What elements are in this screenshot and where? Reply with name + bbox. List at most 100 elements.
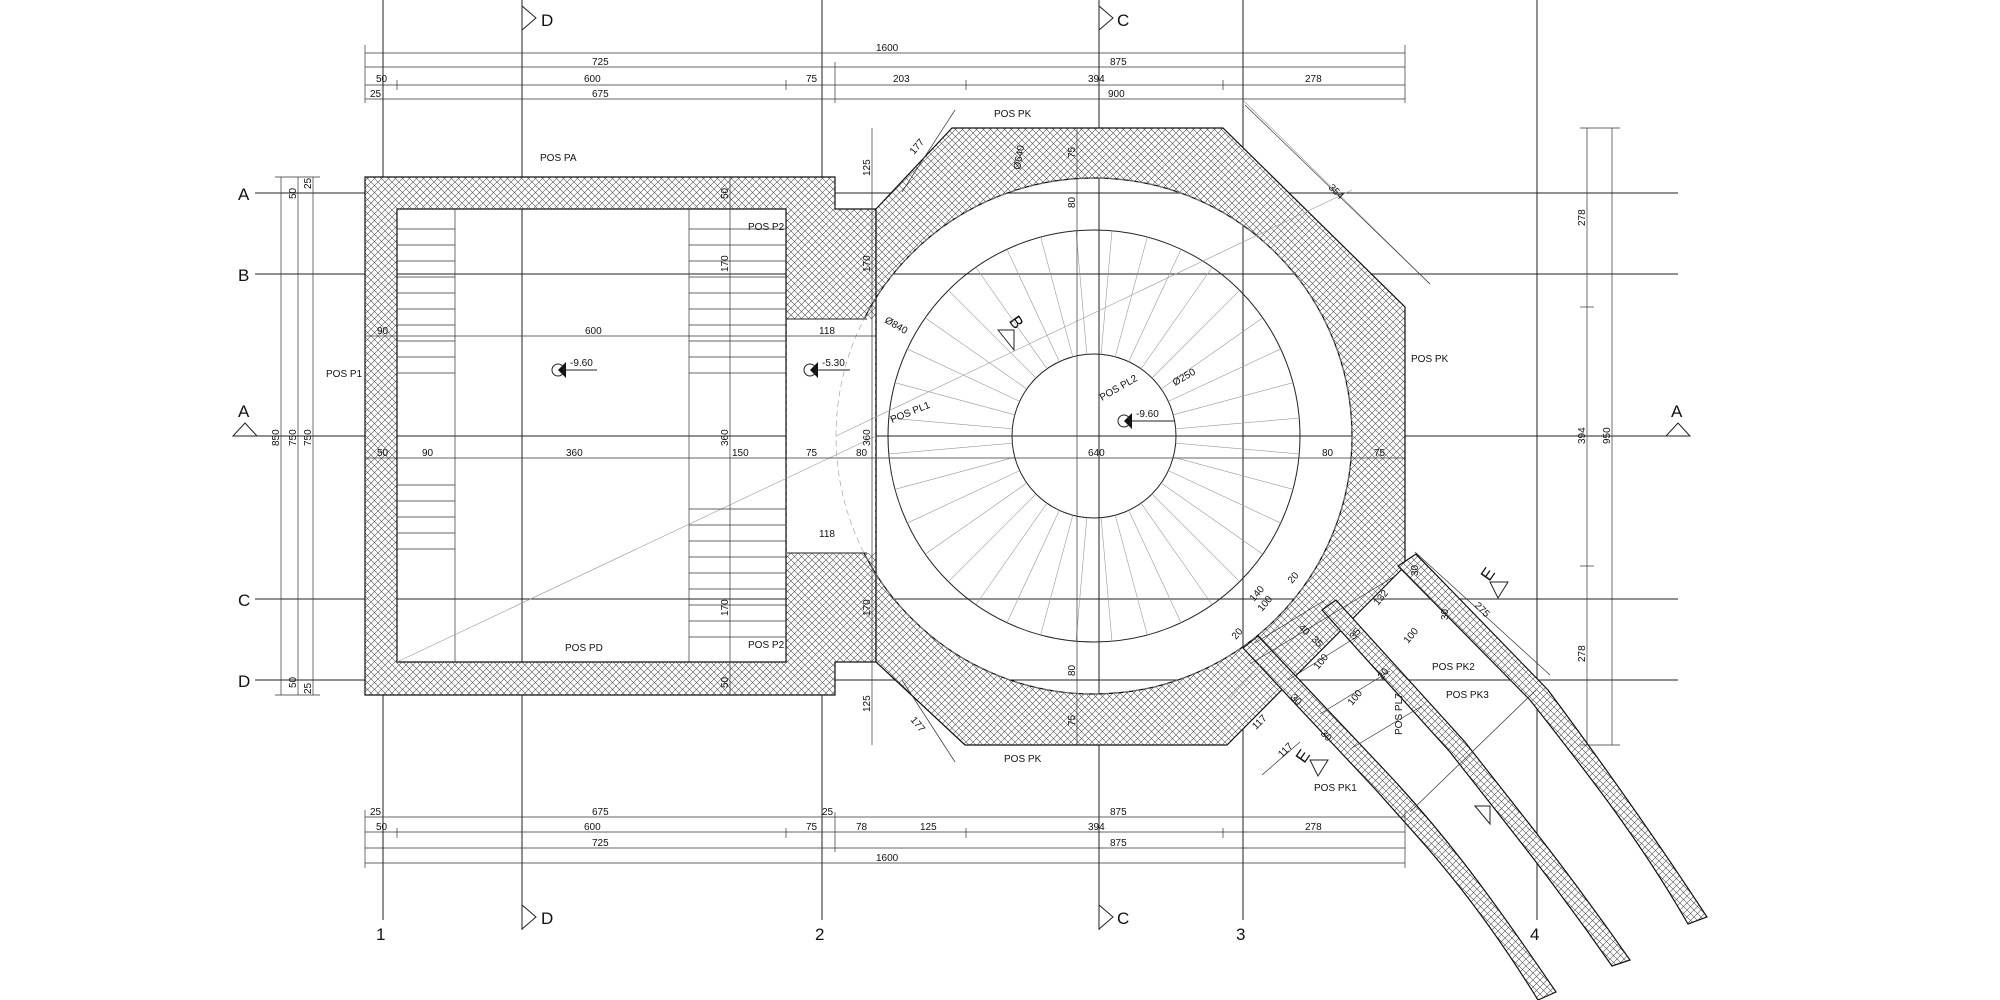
grid-label-c: C <box>238 591 250 610</box>
dim-mid-50: 50 <box>377 448 389 459</box>
radial-line <box>888 417 1013 430</box>
label-pos-pl1: POS PL1 <box>889 400 932 426</box>
section-markers: D D C C A A B E E B <box>231 4 1692 931</box>
dim-v-50b: 50 <box>720 676 731 688</box>
dim-left-750a: 750 <box>288 429 299 446</box>
dim-mid-640: 640 <box>1088 448 1105 459</box>
section-arrow-a-left <box>231 422 259 437</box>
chamber-interior <box>396 99 1431 663</box>
label-pos-p1: POS P1 <box>326 369 363 380</box>
dim-left-25b: 25 <box>303 682 314 694</box>
label-pos-p2-bottom: POS P2 <box>748 640 785 651</box>
radial-line <box>1173 456 1294 490</box>
level-marker-left: -9.60 <box>551 358 597 378</box>
label-pos-pa: POS PA <box>540 153 577 164</box>
grid-label-b: B <box>238 266 249 285</box>
level-left-text: -9.60 <box>570 358 593 369</box>
radial-line <box>1040 236 1074 357</box>
tunnel-portal-line <box>1249 575 1396 665</box>
radial-line <box>1140 502 1213 605</box>
label-pos-pl2: POS PL2 <box>1098 373 1140 404</box>
dim-bot-278: 278 <box>1305 822 1322 833</box>
label-pos-pk3: POS PK3 <box>1446 690 1489 701</box>
dim-top-1600: 1600 <box>876 43 899 54</box>
dim-upper-600: 600 <box>585 326 602 337</box>
dim-mid-75b: 75 <box>1374 448 1386 459</box>
radial-line <box>894 456 1015 490</box>
level-shaft-text: -9.60 <box>1136 409 1159 420</box>
section-arrow-e-top <box>1489 581 1509 600</box>
radial-line <box>1006 510 1060 623</box>
dim-mid-360: 360 <box>566 448 583 459</box>
dim-right-278a: 278 <box>1577 209 1588 226</box>
corridor-floor <box>787 319 875 553</box>
diagonal-guide <box>396 435 877 663</box>
radial-line <box>1168 470 1281 524</box>
label-pos-pk-top: POS PK <box>994 109 1032 120</box>
dim-top-900: 900 <box>1108 89 1125 100</box>
radial-line <box>1006 249 1060 362</box>
section-label-b-center: B <box>1005 312 1027 332</box>
dim-top-75: 75 <box>806 74 818 85</box>
diagonal-guide-2 <box>835 189 1353 437</box>
label-pos-pk-right: POS PK <box>1411 354 1449 365</box>
radial-line <box>948 290 1037 379</box>
dim-bot-675: 675 <box>592 807 609 818</box>
level-marker-corridor: -5.30 <box>803 358 850 378</box>
dim-bot-125: 125 <box>920 822 937 833</box>
dim-d-100d: 100 <box>1402 626 1421 646</box>
radial-line <box>888 442 1013 455</box>
radial-line <box>1114 236 1148 357</box>
radial-line <box>1100 230 1113 355</box>
dim-v-170b: 170 <box>720 255 731 272</box>
tunnel-interior <box>1227 575 1537 813</box>
label-d840: Ø840 <box>883 315 910 337</box>
dim-top-394: 394 <box>1088 74 1105 85</box>
dim-top-203: 203 <box>893 74 910 85</box>
radial-line <box>1100 517 1113 642</box>
dim-v-177b: 177 <box>908 715 927 735</box>
radial-line <box>1075 517 1088 642</box>
radial-line <box>1175 417 1300 430</box>
section-label-e-bottom: E <box>1292 746 1314 766</box>
section-label-a-left: A <box>238 402 250 421</box>
tunnel-guide <box>1227 664 1261 701</box>
tunnel-step-3 <box>1319 670 1391 715</box>
dim-v-125a: 125 <box>862 159 873 176</box>
dim-v-360a: 360 <box>862 429 873 446</box>
radial-line <box>1168 348 1281 402</box>
dim-bot-875a: 875 <box>1110 807 1127 818</box>
dim-left-50b: 50 <box>288 676 299 688</box>
dim-bot-875b: 875 <box>1110 838 1127 849</box>
tunnel-wall-mid <box>1321 599 1631 967</box>
grid-label-a: A <box>238 185 250 204</box>
dim-d-30e: 30 <box>1410 564 1421 576</box>
radial-line <box>1114 515 1148 636</box>
section-arrow-b-center <box>996 329 1015 352</box>
level-corridor-text: -5.30 <box>822 358 845 369</box>
diagonal-guide-3 <box>1242 99 1431 285</box>
radial-line <box>925 482 1028 555</box>
label-pos-pd: POS PD <box>565 643 603 654</box>
dim-left-25a: 25 <box>303 177 314 189</box>
dim-mid-80b: 80 <box>1322 448 1334 459</box>
grid-labels: 1 2 3 4 A B C D <box>238 185 1539 944</box>
label-pos-p2-top: POS P2 <box>748 222 785 233</box>
grid-label-1: 1 <box>376 925 385 944</box>
section-arrow-e-bottom <box>1309 759 1329 778</box>
dim-top-278: 278 <box>1305 74 1322 85</box>
radial-line <box>1173 382 1294 416</box>
dim-right-278b: 278 <box>1577 645 1588 662</box>
dim-top-50: 50 <box>376 74 388 85</box>
dim-bot-600: 600 <box>584 822 601 833</box>
radial-line <box>1140 267 1213 370</box>
label-pos-pl7: POS PL7 <box>1394 693 1405 735</box>
radial-line <box>975 267 1048 370</box>
dim-mid-75: 75 <box>806 448 818 459</box>
grid-label-4: 4 <box>1530 925 1539 944</box>
radial-line <box>1075 230 1088 355</box>
section-arrow-c-top <box>1098 4 1114 32</box>
dim-bot-725: 725 <box>592 838 609 849</box>
section-label-a-right: A <box>1671 402 1683 421</box>
